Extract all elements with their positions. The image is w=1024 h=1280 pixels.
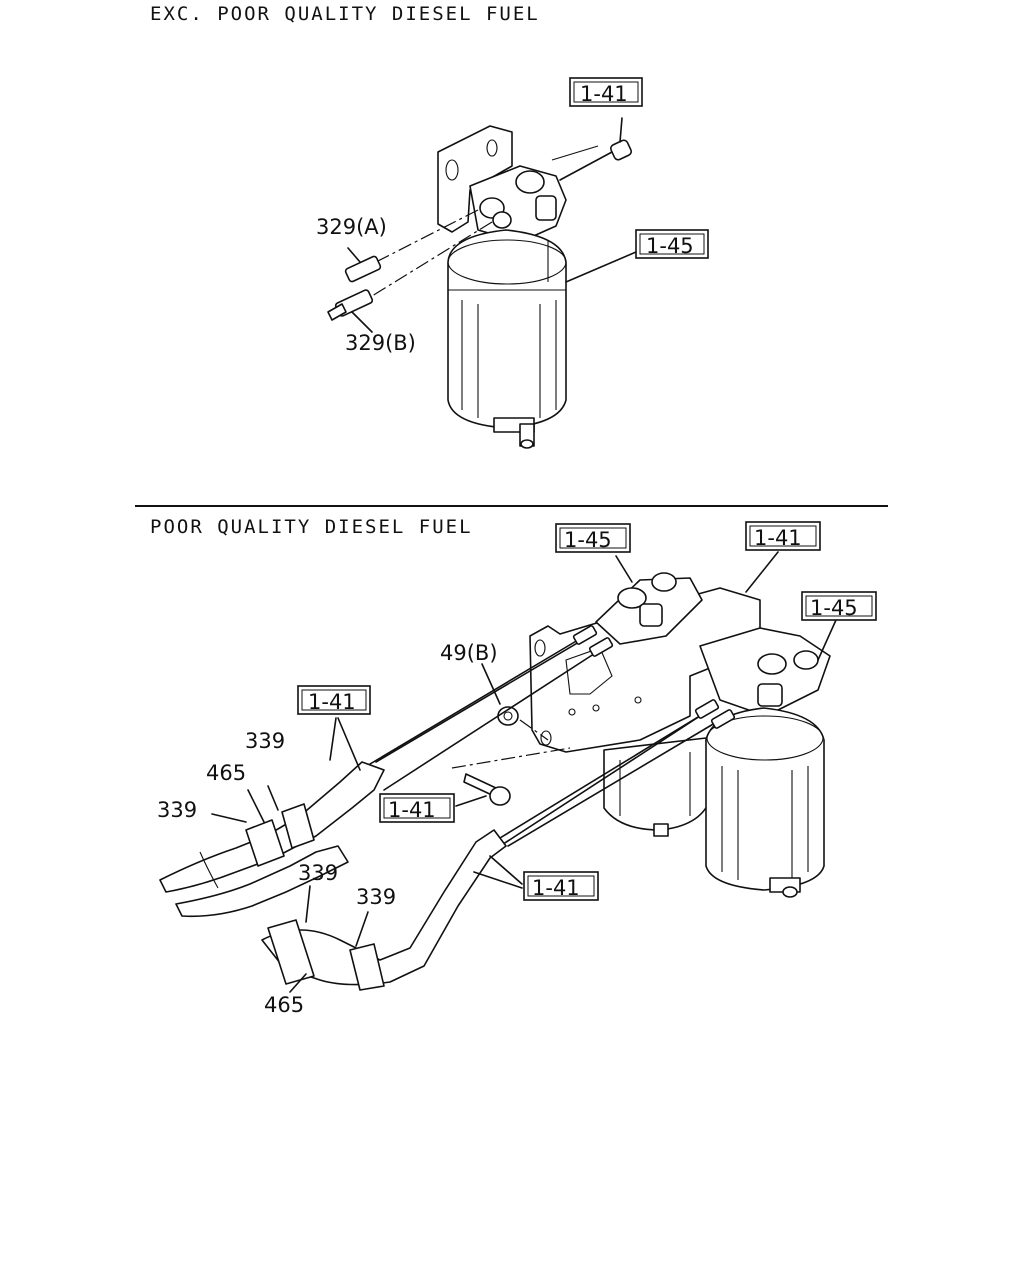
dual-fuel-filter-assembly bbox=[159, 551, 837, 993]
callout-box-1-41-top bbox=[569, 77, 643, 107]
callout-1-41-bottom-top: 1-41 bbox=[754, 526, 802, 550]
callout-1-41-bottom-left: 1-41 bbox=[308, 690, 356, 714]
callout-339-d: 339 bbox=[356, 885, 396, 909]
callout-1-41-lower: 1-41 bbox=[532, 876, 580, 900]
callout-1-45-top: 1-45 bbox=[646, 234, 694, 258]
callout-box-1-41-bolt bbox=[379, 793, 455, 823]
section-title-exc-poor-quality: EXC. POOR QUALITY DIESEL FUEL bbox=[150, 3, 540, 25]
callout-49b: 49(B) bbox=[440, 641, 498, 665]
section-title-poor-quality: POOR QUALITY DIESEL FUEL bbox=[150, 516, 473, 538]
callout-box-1-45-bottom-left bbox=[555, 523, 631, 553]
callout-box-1-41-lower bbox=[523, 871, 599, 901]
callout-339-b: 339 bbox=[157, 798, 197, 822]
callout-1-45-bottom-left: 1-45 bbox=[564, 528, 612, 552]
callout-339-a: 339 bbox=[245, 729, 285, 753]
callout-1-41-bolt: 1-41 bbox=[388, 798, 436, 822]
callout-465-b: 465 bbox=[264, 993, 304, 1017]
callout-465-a: 465 bbox=[206, 761, 246, 785]
callout-329a: 329(A) bbox=[316, 215, 387, 239]
callout-1-41-top: 1-41 bbox=[580, 82, 628, 106]
callout-339-c: 339 bbox=[298, 861, 338, 885]
callout-1-45-bottom-right: 1-45 bbox=[810, 596, 858, 620]
callout-box-1-41-bottom-top bbox=[745, 521, 821, 551]
single-fuel-filter-assembly bbox=[327, 117, 637, 449]
callout-box-1-41-bottom-left bbox=[297, 685, 371, 715]
callout-box-1-45-bottom-right bbox=[801, 591, 877, 621]
callout-329b: 329(B) bbox=[345, 331, 416, 355]
callout-box-1-45-top bbox=[635, 229, 709, 259]
